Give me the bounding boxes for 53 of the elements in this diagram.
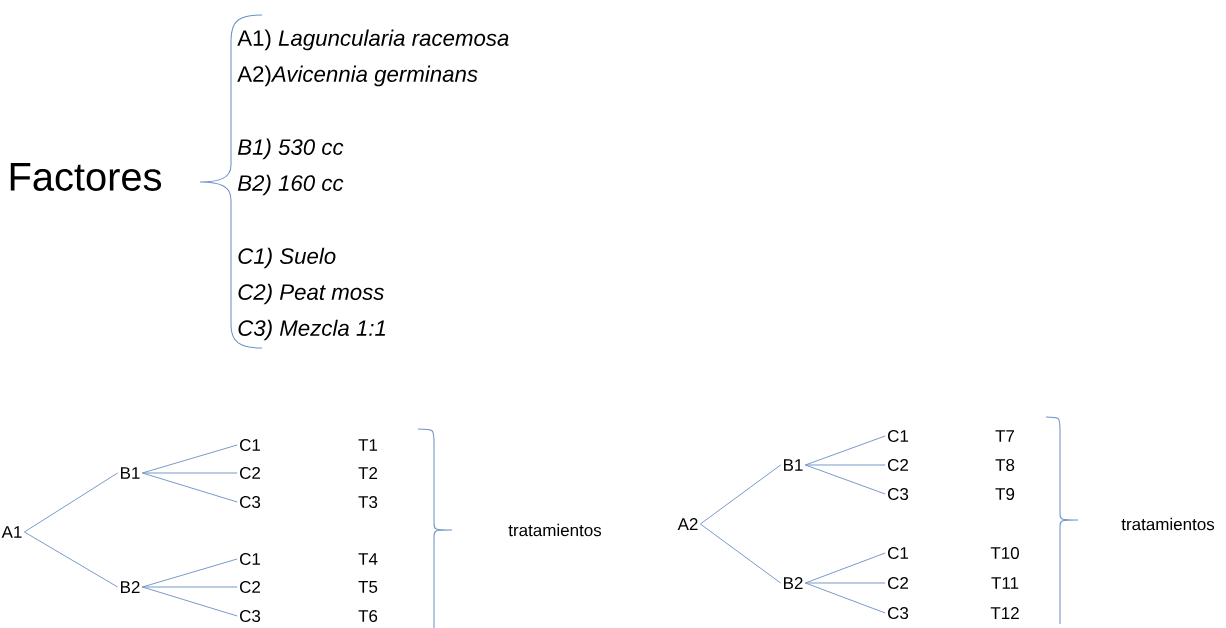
tree-label: C1 <box>888 547 909 559</box>
treatment-label: T1 <box>358 439 378 451</box>
connector-line <box>141 586 238 617</box>
tree-label: A2 <box>677 518 698 530</box>
tree-label: C2 <box>240 581 260 593</box>
heading: Factores <box>10 163 162 191</box>
treatment-label: T9 <box>995 488 1015 500</box>
tree-label: C1 <box>240 439 261 451</box>
tree-label: B2 <box>121 581 140 593</box>
tree-label: C2 <box>888 577 908 589</box>
bracket-label: tratamientos <box>508 523 602 537</box>
treatment-label: T4 <box>358 553 378 565</box>
tree-label: B1 <box>784 459 803 471</box>
tree-label: C2 <box>888 459 908 471</box>
connector-line <box>23 472 119 533</box>
connector-line <box>804 464 886 495</box>
tree-label: C3 <box>888 607 909 619</box>
treatment-label: T10 <box>990 547 1019 559</box>
tree-label: C3 <box>240 610 261 622</box>
tree-label: C3 <box>240 496 261 508</box>
connector-line <box>804 582 886 584</box>
treatment-label: T8 <box>995 459 1015 471</box>
tree-label: C1 <box>888 430 909 442</box>
list-item: A2)Avicennia germinans <box>237 65 478 87</box>
tree-label: C3 <box>888 488 909 500</box>
treatment-label: T3 <box>358 496 378 508</box>
list-item: B1) 530 cc <box>237 138 344 160</box>
tree-label: B1 <box>121 467 140 479</box>
treatment-label: T2 <box>358 467 378 479</box>
list-item: C3) Mezcla 1:1 <box>238 319 385 341</box>
tree-label: C1 <box>240 553 261 565</box>
tree-label: C2 <box>240 467 260 479</box>
list-item: C2) Peat moss <box>238 283 384 305</box>
list-item: A1) Laguncularia racemosa <box>237 29 509 51</box>
tree-label: B2 <box>784 577 803 589</box>
connector-line <box>804 464 886 466</box>
treatment-label: T5 <box>358 581 378 593</box>
connector-line <box>699 523 782 584</box>
treatment-label: T11 <box>991 577 1019 589</box>
bracket-label: tratamientos <box>1121 517 1215 531</box>
connector-line <box>141 472 238 503</box>
connector-line <box>804 582 886 614</box>
treatment-label: T7 <box>995 430 1015 442</box>
connector-line <box>141 586 238 588</box>
connector-line <box>699 464 782 525</box>
list-item: B2) 160 cc <box>237 174 344 196</box>
tree-label: A1 <box>1 526 22 538</box>
connector-line <box>23 531 119 588</box>
treatment-label: T12 <box>990 607 1019 619</box>
connector-line <box>804 552 886 584</box>
connector-line <box>141 472 238 474</box>
list-item: C1) Suelo <box>238 247 336 269</box>
treatment-label: T6 <box>358 610 378 622</box>
